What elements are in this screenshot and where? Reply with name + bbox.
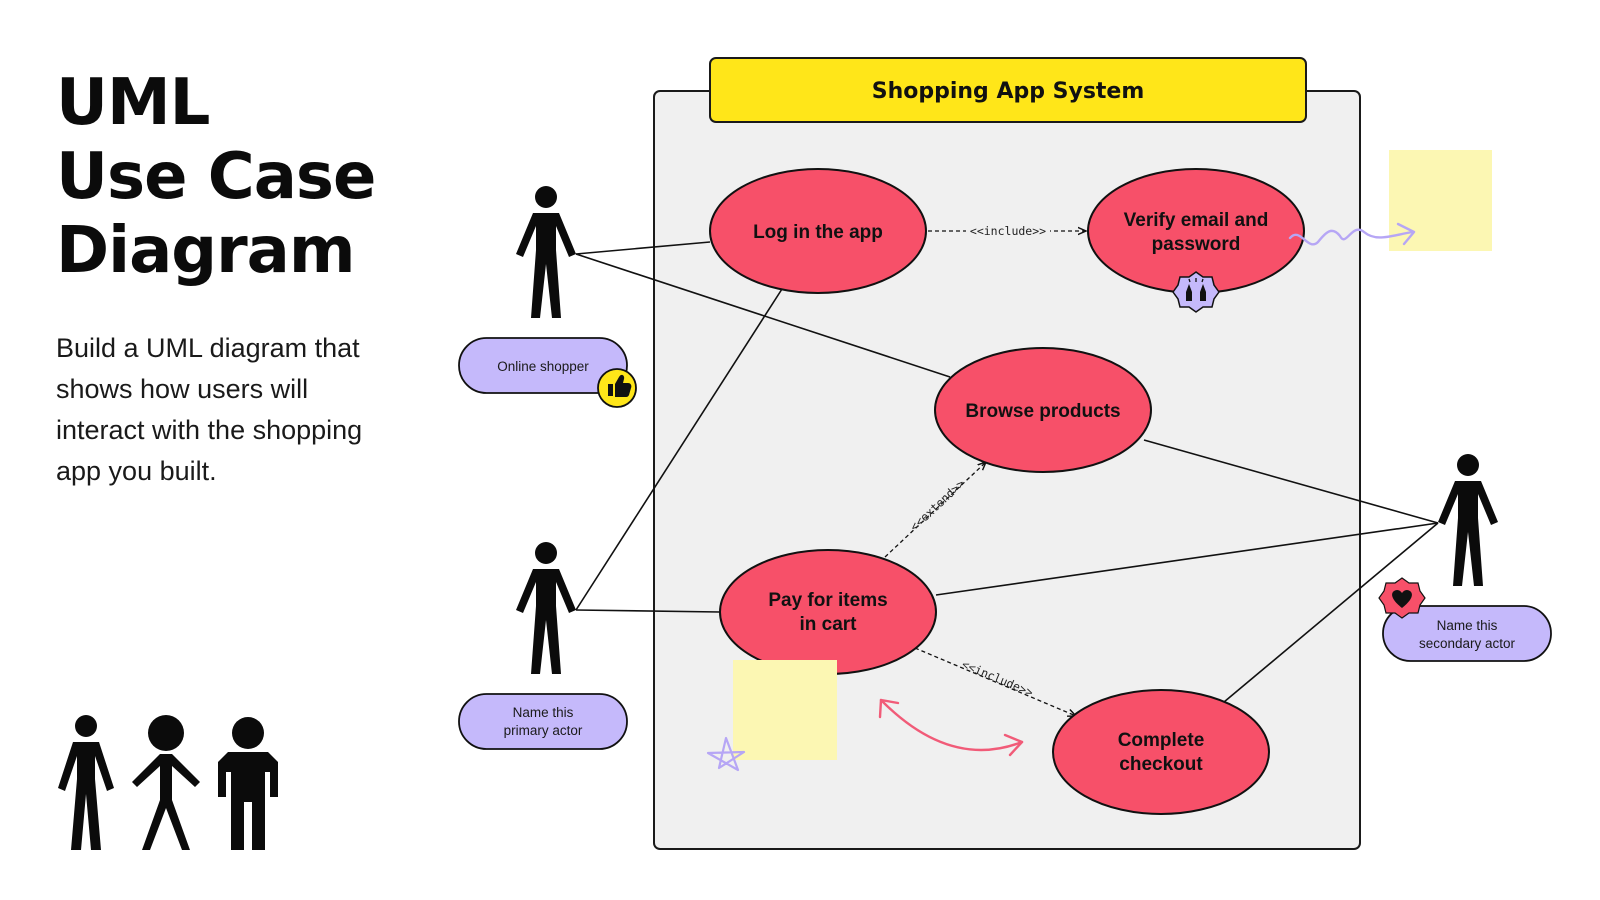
use-case-verify-label-2: password <box>1152 234 1241 255</box>
assoc-shopper-browse <box>575 253 951 378</box>
system-title: Shopping App System <box>872 79 1145 104</box>
decorative-figures <box>58 715 278 850</box>
assoc-secondary-pay <box>935 522 1439 596</box>
decorative-figure-1 <box>58 715 114 850</box>
decorative-figure-3 <box>218 717 278 850</box>
actor-label-secondary-line-2: secondary actor <box>1419 636 1516 651</box>
use-case-checkout-label-1: Complete <box>1118 730 1205 751</box>
sticky-note-bottom[interactable] <box>733 660 837 760</box>
actor-label-primary-line-2: primary actor <box>504 723 583 738</box>
use-case-verify[interactable]: Verify email and password <box>1087 168 1305 294</box>
actor-label-secondary-line-1: Name this <box>1437 618 1498 633</box>
actor-label-secondary[interactable] <box>1382 605 1552 662</box>
use-case-pay[interactable]: Pay for items in cart <box>719 549 937 675</box>
actor-primary[interactable] <box>516 542 576 674</box>
sticky-note-top-right[interactable] <box>1389 150 1492 251</box>
include-label-bg <box>966 223 1050 239</box>
use-case-login[interactable]: Log in the app <box>709 168 927 294</box>
actor-label-primary[interactable] <box>458 693 628 750</box>
heart-icon <box>1378 577 1426 619</box>
title-line-1: UML <box>56 66 210 140</box>
decorative-figure-2 <box>132 715 200 850</box>
curved-arrow-head-end <box>1003 733 1024 757</box>
title-line-3: Diagram <box>56 214 356 288</box>
use-case-checkout[interactable]: Complete checkout <box>1052 689 1270 815</box>
assoc-primary-login <box>575 288 783 611</box>
raised-hands-icon <box>1172 271 1220 313</box>
include-login-verify-label: <<include>> <box>970 224 1046 238</box>
actor-label-online-shopper[interactable] <box>458 337 628 394</box>
actor-label-online-shopper-text: Online shopper <box>497 359 589 374</box>
page-title: UML Use Case Diagram <box>56 66 376 288</box>
system-title-bar[interactable] <box>709 57 1307 123</box>
title-line-2: Use Case <box>56 140 376 214</box>
use-case-browse-label: Browse products <box>965 401 1120 422</box>
page-description: Build a UML diagram that shows how users… <box>56 333 363 486</box>
curved-arrow-head-start <box>878 698 900 719</box>
actor-label-primary-line-1: Name this <box>513 705 574 720</box>
include-pay-checkout-line <box>914 647 1076 716</box>
use-case-pay-label-1: Pay for items <box>768 590 887 611</box>
curved-double-arrow <box>879 698 1024 752</box>
use-case-pay-label-2: in cart <box>799 614 857 635</box>
squiggle-arrow-head <box>1396 222 1416 246</box>
extend-pay-browse-line <box>884 462 986 558</box>
use-case-login-label: Log in the app <box>753 222 883 243</box>
assoc-shopper-login <box>575 241 711 255</box>
actor-secondary[interactable] <box>1438 454 1498 586</box>
association-lines <box>575 241 1439 703</box>
star-doodle-icon <box>706 736 746 772</box>
assoc-secondary-checkout <box>1223 522 1439 703</box>
assoc-primary-pay <box>575 609 721 613</box>
assoc-secondary-browse <box>1143 439 1439 524</box>
use-case-verify-label-1: Verify email and <box>1124 210 1269 231</box>
actor-online-shopper[interactable] <box>516 186 576 318</box>
squiggle-arrow-doodle <box>1288 228 1414 246</box>
use-case-browse[interactable]: Browse products <box>934 347 1152 473</box>
thumbs-up-icon <box>597 368 637 408</box>
use-case-checkout-label-2: checkout <box>1119 754 1203 775</box>
